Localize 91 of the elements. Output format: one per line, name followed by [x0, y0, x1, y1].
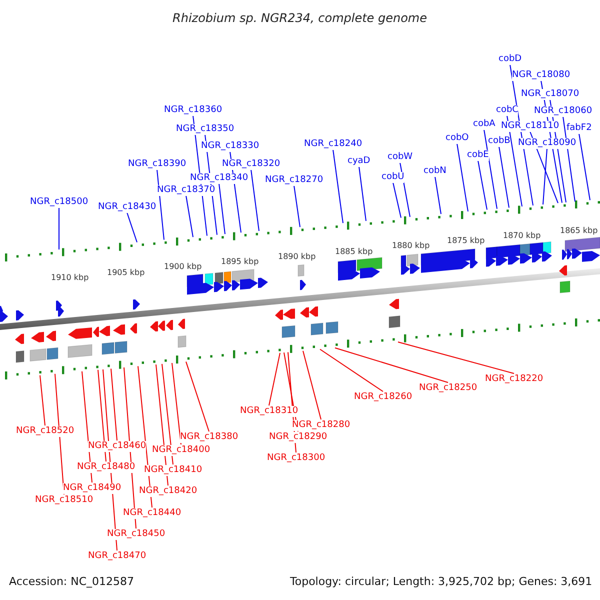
leader-line	[392, 182, 402, 218]
leader-line	[320, 348, 384, 392]
gene-label: cobO	[446, 132, 469, 144]
gene-label: cobE	[467, 150, 489, 160]
leader-line	[542, 148, 548, 205]
leader-line	[478, 160, 488, 210]
scale-label: 1900 kbp	[164, 261, 202, 272]
gene-label: cobD	[498, 54, 522, 64]
map-title: Rhizobium sp. NGR234, complete genome	[172, 12, 428, 24]
gene-label: cyaD	[348, 156, 370, 166]
scale-label: 1875 kbp	[447, 235, 485, 246]
gene-label: NGR_c18290	[269, 432, 328, 442]
leader-line	[358, 166, 366, 222]
gene-label: NGR_c18340	[190, 172, 248, 184]
scale-label: 1905 kbp	[107, 266, 145, 278]
gene-label: NGR_c18470	[88, 550, 146, 562]
scale-label: 1910 kbp	[51, 272, 89, 283]
leader-line	[40, 374, 46, 426]
leader-line	[110, 368, 118, 441]
gene-label: cobB	[488, 136, 510, 146]
leader-line	[268, 352, 280, 406]
gene-label: NGR_c18370	[157, 184, 216, 196]
leader-line	[434, 176, 442, 214]
gene-label: NGR_c18350	[176, 124, 234, 134]
leader-line	[58, 207, 60, 250]
gene-label: NGR_c18310	[240, 406, 298, 416]
gene-label: NGR_c18440	[123, 508, 182, 518]
leader-line	[186, 195, 194, 238]
gene-label: NGR_c18380	[180, 432, 238, 442]
gene-label: NGR_c18420	[139, 486, 198, 496]
gene-label: NGR_c18110	[501, 120, 560, 132]
leader-line	[334, 347, 448, 383]
leader-line	[186, 361, 210, 432]
scale-label: 1895 kbp	[221, 256, 259, 268]
leader-line	[250, 169, 260, 232]
leader-line	[138, 366, 152, 508]
leader-line	[98, 369, 106, 462]
gene-label: NGR_c18500	[30, 196, 88, 208]
leader-line	[126, 212, 138, 243]
gene-label: NGR_c18270	[265, 174, 324, 186]
leader-line	[498, 146, 510, 208]
gene-label: NGR_c18250	[419, 382, 478, 394]
gene-label: NGR_c18300	[267, 452, 326, 464]
scale-label: 1870 kbp	[503, 230, 541, 241]
gene-label: NGR_c18400	[152, 444, 210, 456]
scale-label: 1885 kbp	[335, 246, 373, 257]
leader-line	[510, 64, 534, 206]
gene-label: NGR_c18330	[201, 140, 260, 152]
leader-line	[162, 363, 174, 465]
gene-label: NGR_c18490	[63, 482, 122, 494]
leader-line	[218, 183, 226, 235]
gene-label: NGR_c18390	[128, 158, 186, 170]
accession-text: Accession: NC_012587	[9, 576, 134, 586]
gene-label: cobA	[473, 118, 496, 130]
gene-label: cobN	[424, 166, 446, 176]
gene-label: cobW	[388, 152, 413, 162]
leader-line	[456, 143, 468, 212]
leader-line	[398, 341, 514, 374]
gene-label: NGR_c18090	[518, 138, 576, 148]
leader-line	[332, 149, 344, 224]
gene-label: fabF2	[566, 122, 592, 134]
gene-label: NGR_c18280	[292, 420, 350, 430]
gene-label: NGR_c18080	[512, 70, 570, 80]
scale-label: 1880 kbp	[392, 240, 430, 252]
scale-label: 1890 kbp	[278, 250, 316, 262]
gene-label: NGR_c18320	[222, 158, 280, 170]
gene-label: NGR_c18410	[144, 464, 202, 476]
leader-line	[562, 116, 576, 202]
gene-label: NGR_c18260	[354, 392, 412, 402]
gene-label: NGR_c18460	[88, 440, 146, 452]
leader-line	[506, 115, 522, 207]
scale-label: 1865 kbp	[560, 224, 598, 236]
gene-label: NGR_c18430	[98, 202, 156, 212]
leader-line	[484, 129, 498, 210]
gene-label: NGR_c18220	[485, 374, 544, 384]
leader-line	[294, 185, 300, 228]
gene-label: NGR_c18360	[164, 104, 222, 116]
gene-label: NGR_c18060	[534, 106, 592, 116]
gene-label: NGR_c18240	[304, 138, 362, 150]
leader-line	[302, 350, 322, 420]
gene-label: NGR_c18070	[521, 88, 580, 100]
gene-label: cobU	[382, 172, 404, 182]
leader-line	[578, 133, 590, 201]
gene-label: NGR_c18450	[107, 528, 166, 540]
leader-line	[172, 362, 182, 445]
genome-summary-text: Topology: circular; Length: 3,925,702 bp; Genes: 3,691	[290, 576, 592, 586]
leader-line	[400, 162, 410, 218]
gene-label: NGR_c18480	[77, 462, 136, 472]
gene-label: NGR_c18510	[35, 494, 94, 506]
gene-label: cobC	[496, 104, 518, 116]
gene-label: NGR_c18520	[16, 426, 74, 436]
